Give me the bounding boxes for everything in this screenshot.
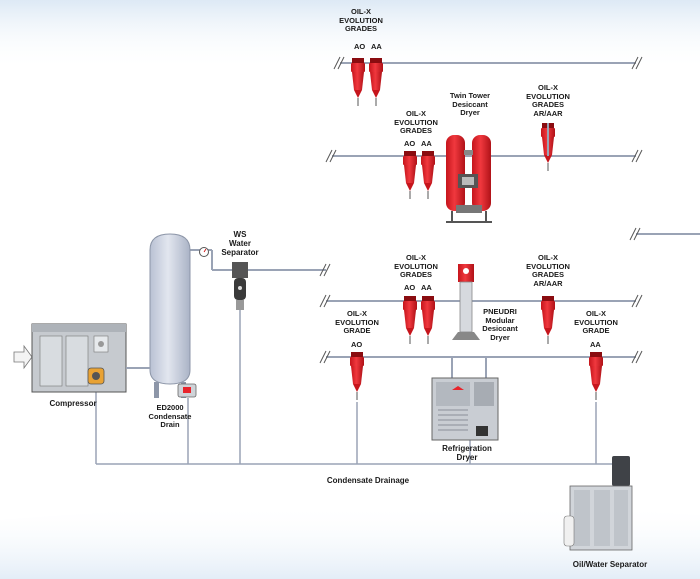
low-aa-grade: AA (421, 283, 432, 292)
grade-aa-code: AA (590, 340, 601, 349)
label-line: EVOLUTION (526, 91, 570, 101)
label-line: Modular (485, 315, 515, 325)
top-aa-grade: AA (371, 42, 382, 51)
label-line: Refrigeration (442, 444, 492, 453)
pneudri-label: PNEUDRI Modular Desiccant Dryer (474, 307, 526, 342)
label-line: AR/AAR (533, 108, 563, 118)
water-separator (232, 262, 248, 310)
mid-aa-grade: AA (421, 139, 432, 148)
label-line: GRADE (343, 326, 371, 335)
label-line: Water (229, 239, 251, 248)
label-line: Dryer (490, 332, 510, 342)
label-line: GRADES (399, 126, 433, 135)
mid-filter-pair (402, 150, 436, 200)
label-line: OIL-X (351, 7, 371, 16)
label-line: Drain (160, 420, 180, 429)
label-line: Desiccant (482, 324, 518, 333)
grade-aa-filter (588, 351, 604, 401)
mid-ao-filter (402, 150, 418, 200)
top-ao-grade: AO (354, 42, 366, 51)
label-line: EVOLUTION (526, 261, 570, 271)
refrigeration-label: Refrigeration Dryer (436, 444, 498, 462)
label-line: GRADES (399, 270, 433, 279)
grade-aa-label: OIL-X EVOLUTION GRADE (572, 309, 620, 336)
grade-ao-filter (349, 351, 365, 401)
label-line: Desiccant (452, 99, 488, 109)
low-aa-filter (420, 295, 436, 345)
ar-aar-lower-label: OIL-X EVOLUTION GRADES AR/AAR (523, 253, 573, 288)
label-line: Twin Tower (449, 91, 491, 100)
label-line: EVOLUTION (335, 317, 379, 327)
low-ao-grade: AO (404, 283, 416, 292)
label-line: Condensate (148, 411, 192, 421)
label-line: EVOLUTION (394, 261, 438, 271)
label-line: PNEUDRI (483, 307, 517, 316)
label-line: Separator (221, 248, 259, 257)
label-line: GRADE (582, 326, 610, 335)
label-line: AR/AAR (533, 278, 563, 288)
label-line: EVOLUTION (574, 317, 618, 327)
label-line: GRADES (344, 24, 378, 33)
ar-aar-filter-lower (540, 295, 556, 345)
grade-ao-label: OIL-X EVOLUTION GRADE (333, 309, 381, 336)
label-line: OIL-X (586, 309, 606, 318)
oil-water-separator-label: Oil/Water Separator (572, 560, 648, 569)
label-line: Dryer (456, 453, 478, 462)
twin-tower-label: Twin Tower Desiccant Dryer (440, 91, 500, 118)
mid-aa-filter (420, 150, 436, 200)
compressor (13, 323, 150, 393)
background-band-bottom (0, 503, 700, 579)
label-line: WS (233, 230, 247, 239)
label-line: OIL-X (347, 309, 367, 318)
condensate-drainage-label: Condensate Drainage (326, 476, 410, 485)
pressure-gauge-icon (199, 247, 209, 257)
grade-ao-code: AO (351, 340, 363, 349)
pipe-break-marks (319, 56, 643, 364)
top-aa-filter (368, 57, 384, 107)
top-filters-label: OIL-X EVOLUTION GRADES (336, 7, 386, 34)
label-line: EVOLUTION (339, 15, 383, 25)
ed2000-label: ED2000 Condensate Drain (140, 403, 200, 430)
low-filters-label: OIL-X EVOLUTION GRADES (393, 253, 439, 280)
air-receiver-tank (149, 233, 191, 398)
low-ao-filter (402, 295, 418, 345)
pneudri-dryer (452, 264, 480, 340)
compressor-label: Compressor (49, 399, 97, 408)
label-line: GRADES (531, 100, 565, 109)
twin-tower-dryer (446, 135, 492, 223)
label-line: OIL-X (538, 83, 558, 92)
ed2000-drain (177, 383, 197, 398)
mid-filters-label: OIL-X EVOLUTION GRADES (393, 109, 439, 136)
refrigeration-dryer (431, 377, 499, 441)
label-line: Dryer (460, 108, 480, 117)
low-filter-pair (402, 295, 436, 345)
air-intake-arrow-icon (13, 344, 33, 370)
top-ao-filter (350, 57, 366, 107)
ws-label: WS Water Separator (220, 230, 260, 257)
ar-aar-upper-label: OIL-X EVOLUTION GRADES AR/AAR (523, 83, 573, 118)
label-line: OIL-X (538, 253, 558, 262)
condensate-drainage-line (95, 310, 612, 465)
label-line: OIL-X (406, 109, 426, 118)
oil-water-separator (563, 456, 633, 551)
background-band-top (0, 0, 700, 70)
label-line: OIL-X (406, 253, 426, 262)
label-line: ED2000 (156, 403, 184, 412)
mid-ao-grade: AO (404, 139, 416, 148)
label-line: GRADES (531, 270, 565, 279)
label-line: EVOLUTION (394, 117, 438, 127)
